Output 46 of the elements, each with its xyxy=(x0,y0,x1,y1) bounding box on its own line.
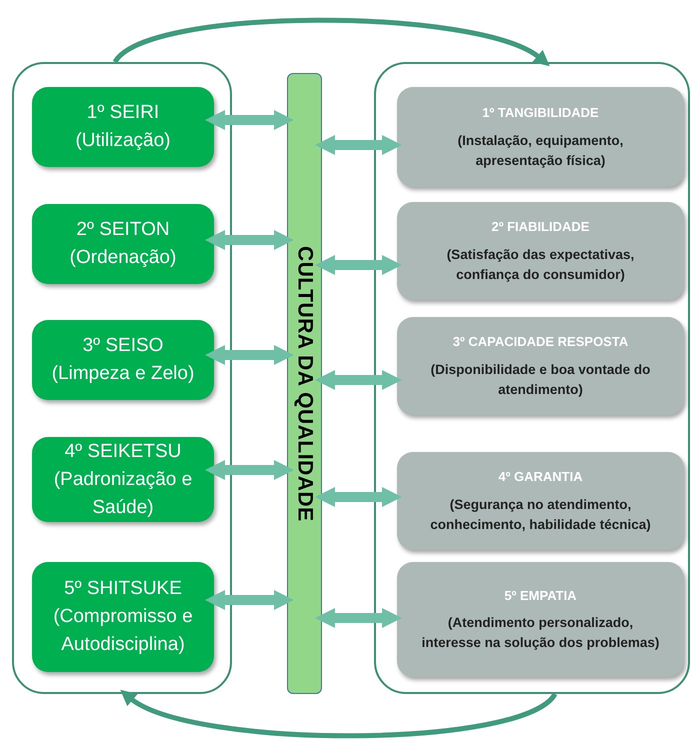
step-subtitle: (Limpeza e Zelo) xyxy=(52,362,194,386)
vertical-bar xyxy=(287,73,322,694)
bar-label: CULTURA DA QUALIDADE xyxy=(292,246,318,522)
step-box xyxy=(32,87,214,167)
dimension-box xyxy=(397,87,684,187)
double-arrow xyxy=(315,487,402,507)
dimension-description: (Disponibilidade e boa vontade do atendimento) xyxy=(430,360,652,399)
step-title: 2º SEITON xyxy=(76,218,170,242)
dimension-description: (Segurança no atendimento, conhecimento, habilidade técnica) xyxy=(429,496,652,534)
step-subtitle: (Compromisso e Autodisciplina) xyxy=(52,605,194,657)
double-arrow xyxy=(205,110,294,130)
double-arrow xyxy=(315,135,402,155)
cycle-arrow xyxy=(118,692,557,738)
dimension-title: 4º GARANTIA xyxy=(498,468,583,486)
dimension-title: 3º CAPACIDADE RESPOSTA xyxy=(452,333,628,352)
double-arrow xyxy=(205,230,294,250)
dimension-description: (Atendimento personalizado, interesse na solução dos problemas) xyxy=(421,614,660,652)
step-title: 5º SHITSUKE xyxy=(64,577,182,601)
double-arrow xyxy=(315,608,402,628)
dimension-title: 5º EMPATIA xyxy=(504,586,577,605)
dimension-box xyxy=(397,202,684,300)
double-arrow xyxy=(315,255,402,275)
step-title: 3º SEISO xyxy=(82,334,164,358)
dimension-box xyxy=(397,317,684,415)
step-box xyxy=(32,562,214,672)
double-arrow xyxy=(205,590,294,610)
step-subtitle: (Padronização e Saúde) xyxy=(52,468,194,520)
step-subtitle: (Utilização) xyxy=(75,129,171,153)
step-subtitle: (Ordenação) xyxy=(70,246,176,270)
dimension-title: 2º FIABILIDADE xyxy=(492,218,590,236)
step-box xyxy=(32,320,214,400)
step-title: 1º SEIRI xyxy=(86,101,160,125)
double-arrow xyxy=(205,460,294,480)
dimension-box xyxy=(397,452,684,550)
dimension-box xyxy=(397,562,684,677)
group-frame xyxy=(12,62,232,694)
double-arrow xyxy=(315,370,402,390)
dimension-title: 1º TANGIBILIDADE xyxy=(482,104,599,122)
group-frame xyxy=(374,62,690,694)
dimension-description: (Satisfação das expectativas, confiança do consumidor) xyxy=(446,246,636,284)
double-arrow xyxy=(205,345,294,365)
dimension-description: (Instalação, equipamento, apresentação física) xyxy=(456,132,624,170)
step-box xyxy=(32,204,214,284)
step-box xyxy=(32,437,214,522)
step-title: 4º SEIKETSU xyxy=(64,440,182,464)
cycle-arrow xyxy=(113,18,552,64)
